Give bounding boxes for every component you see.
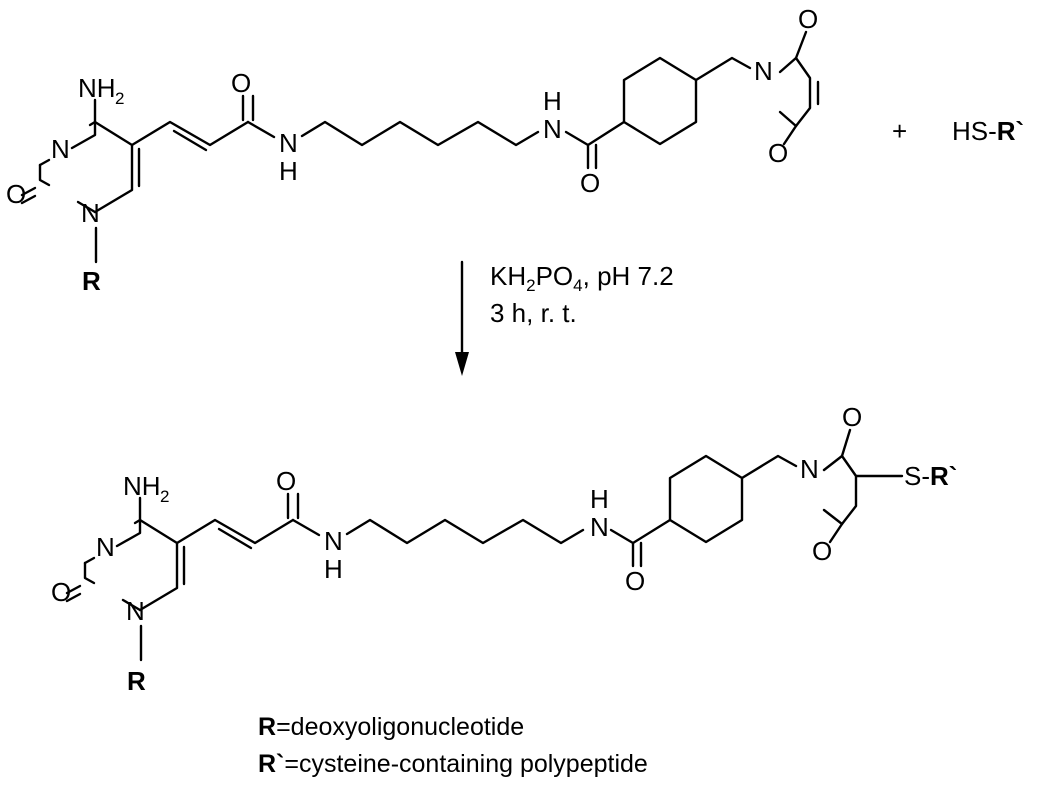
svg-text:R`: R` bbox=[930, 461, 957, 491]
svg-text:N: N bbox=[81, 198, 100, 228]
svg-text:N: N bbox=[543, 114, 562, 144]
substituent-legend: R=deoxyoligonucleotide R`=cysteine-conta… bbox=[258, 713, 648, 778]
svg-text:2: 2 bbox=[160, 487, 169, 506]
svg-text:N: N bbox=[590, 512, 609, 542]
svg-text:NH: NH bbox=[78, 73, 116, 103]
reactant-maleimide-linker bbox=[20, 30, 820, 264]
svg-text:O: O bbox=[768, 138, 788, 168]
svg-text:H: H bbox=[543, 86, 562, 116]
svg-text:O: O bbox=[6, 179, 26, 209]
svg-text:N: N bbox=[126, 596, 145, 626]
svg-text:N: N bbox=[800, 454, 819, 484]
svg-text:O: O bbox=[842, 402, 862, 432]
svg-text:N: N bbox=[754, 56, 773, 86]
reaction-conditions-line1: KH2PO4, pH 7.2 bbox=[490, 261, 674, 295]
thiol-reagent: HS-R` bbox=[952, 116, 1024, 146]
svg-text:O: O bbox=[625, 566, 645, 596]
svg-text:O: O bbox=[231, 68, 251, 98]
reactant-labels: NH 2 N O N R O N H H N O N O O bbox=[6, 4, 818, 296]
svg-text:H: H bbox=[279, 156, 298, 186]
svg-text:2: 2 bbox=[115, 89, 124, 108]
svg-text:O: O bbox=[51, 577, 71, 607]
product-labels: NH 2 N O N R O N H H N O N O O S- R` bbox=[51, 402, 957, 696]
reaction-conditions-line2: 3 h, r. t. bbox=[490, 298, 577, 328]
svg-text:H: H bbox=[590, 484, 609, 514]
svg-text:R: R bbox=[82, 266, 101, 296]
svg-text:N: N bbox=[324, 526, 343, 556]
svg-text:H: H bbox=[324, 554, 343, 584]
svg-text:N: N bbox=[51, 134, 70, 164]
reaction-arrow bbox=[455, 260, 469, 376]
svg-text:NH: NH bbox=[123, 471, 161, 501]
svg-text:N: N bbox=[96, 532, 115, 562]
plus-sign: + bbox=[892, 116, 907, 146]
svg-text:O: O bbox=[798, 4, 818, 34]
svg-text:R: R bbox=[127, 666, 146, 696]
legend-r: R=deoxyoligonucleotide bbox=[258, 713, 524, 741]
product-succinimide-conjugate bbox=[65, 428, 904, 662]
svg-text:O: O bbox=[580, 168, 600, 198]
svg-text:N: N bbox=[279, 128, 298, 158]
legend-r-prime: R`=cysteine-containing polypeptide bbox=[258, 750, 648, 778]
svg-text:S-: S- bbox=[904, 461, 930, 491]
svg-text:O: O bbox=[812, 536, 832, 566]
svg-text:O: O bbox=[276, 466, 296, 496]
